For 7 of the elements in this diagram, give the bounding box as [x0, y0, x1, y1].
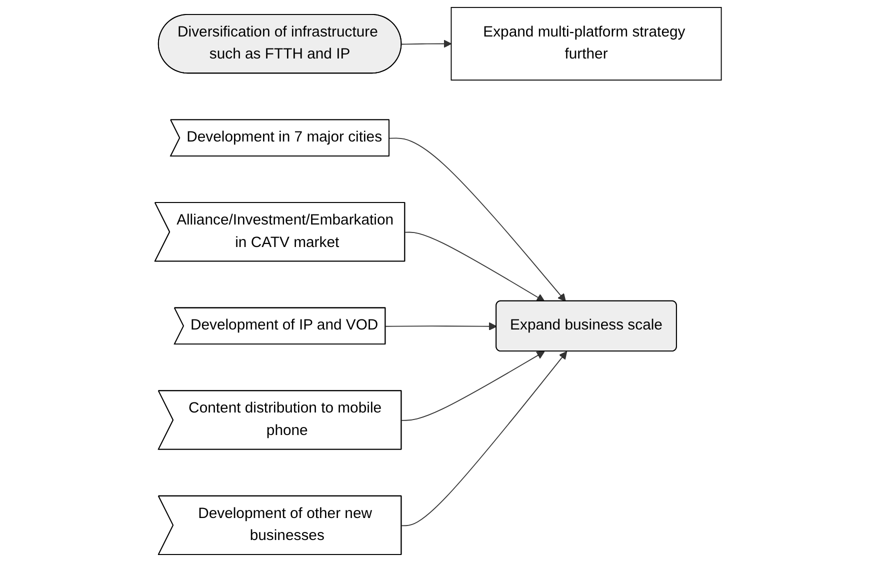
arrow — [402, 351, 546, 421]
arrow — [389, 138, 566, 302]
arrow — [386, 322, 498, 330]
node-box: Expand multi-platform strategy further — [451, 6, 722, 81]
arrow — [402, 40, 452, 48]
arrow — [405, 232, 546, 302]
arrow — [402, 351, 568, 526]
